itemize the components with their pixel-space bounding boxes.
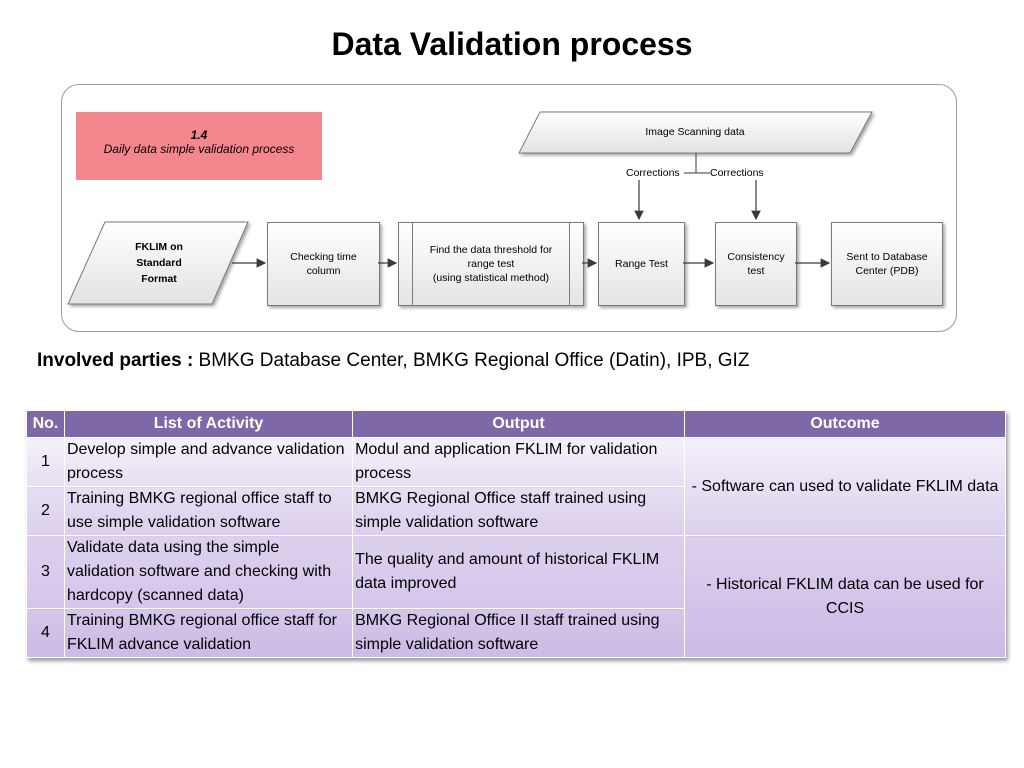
process-number: 1.4 [190, 128, 208, 142]
row-activity: Validate data using the simple validatio… [63, 535, 354, 609]
row-activity: Develop simple and advance validation pr… [63, 437, 354, 487]
row-output: BMKG Regional Office II staff trained us… [352, 608, 686, 658]
threshold-line-3: (using statistical method) [432, 272, 550, 284]
consistency-line-1: Consistency [727, 251, 785, 263]
row-outcome: - Software can used to validate FKLIM da… [684, 437, 1006, 536]
header-activity: List of Activity [63, 410, 354, 438]
table-row: 4 Training BMKG regional office staff fo… [26, 608, 1006, 658]
row-output: The quality and amount of historical FKL… [352, 535, 686, 609]
range-test-label: Range Test [615, 258, 668, 270]
involved-parties-label: Involved parties : [37, 350, 194, 371]
sent-line-2: Center (PDB) [855, 265, 919, 277]
table-row: 1 Develop simple and advance validation … [26, 437, 1006, 536]
row-number: 2 [26, 486, 65, 536]
table-row: 2 Training BMKG regional office staff to… [26, 486, 1006, 536]
sent-to-database-box: Sent to Database Center (PDB) [831, 222, 943, 306]
row-number: 1 [26, 437, 65, 487]
checking-line-2: column [306, 265, 341, 277]
process-name: Daily data simple validation process [103, 142, 295, 156]
consistency-line-2: test [747, 265, 765, 277]
page-title: Data Validation process [331, 26, 693, 62]
fklim-input-shape [67, 221, 249, 305]
range-test-box: Range Test [598, 222, 685, 306]
process-label: 1.4 Daily data simple validation process [76, 112, 322, 180]
header-output: Output [352, 410, 686, 438]
image-scanning-label: Image Scanning data [645, 126, 745, 138]
threshold-line-1: Find the data threshold for [429, 244, 553, 256]
activity-table: No. List of Activity Output Outcome 1 De… [26, 410, 1006, 658]
subprocess-left-bar [412, 223, 413, 305]
corrections-label-left: Corrections [626, 167, 680, 179]
checking-time-box: Checking time column [267, 222, 380, 306]
consistency-test-box: Consistency test [715, 222, 797, 306]
involved-parties: Involved parties : BMKG Database Center,… [37, 350, 749, 372]
table-header-row: No. List of Activity Output Outcome [26, 410, 1006, 438]
involved-parties-value: BMKG Database Center, BMKG Regional Offi… [193, 350, 750, 371]
row-number: 3 [26, 535, 65, 609]
checking-line-1: Checking time [290, 251, 357, 263]
fklim-line-2: Standard [136, 257, 182, 269]
corrections-label-right: Corrections [710, 167, 764, 179]
threshold-subprocess-box: Find the data threshold for range test (… [398, 222, 584, 306]
image-scanning-shape [518, 111, 873, 154]
threshold-line-2: range test [467, 258, 515, 270]
subprocess-right-bar [569, 223, 570, 305]
header-outcome: Outcome [684, 410, 1006, 438]
row-activity: Training BMKG regional office staff for … [63, 608, 354, 658]
fklim-input-label: FKLIM on Standard Format [100, 222, 218, 304]
row-output: Modul and application FKLIM for validati… [352, 437, 686, 487]
row-number: 4 [26, 608, 65, 658]
fklim-line-3: Format [141, 273, 177, 285]
header-no: No. [26, 410, 65, 438]
fklim-line-1: FKLIM on [135, 241, 183, 253]
row-activity: Training BMKG regional office staff to u… [63, 486, 354, 536]
row-outcome: - Historical FKLIM data can be used for … [684, 535, 1006, 658]
sent-line-1: Sent to Database [846, 251, 928, 263]
table-row: 3 Validate data using the simple validat… [26, 535, 1006, 658]
row-output: BMKG Regional Office staff trained using… [352, 486, 686, 536]
